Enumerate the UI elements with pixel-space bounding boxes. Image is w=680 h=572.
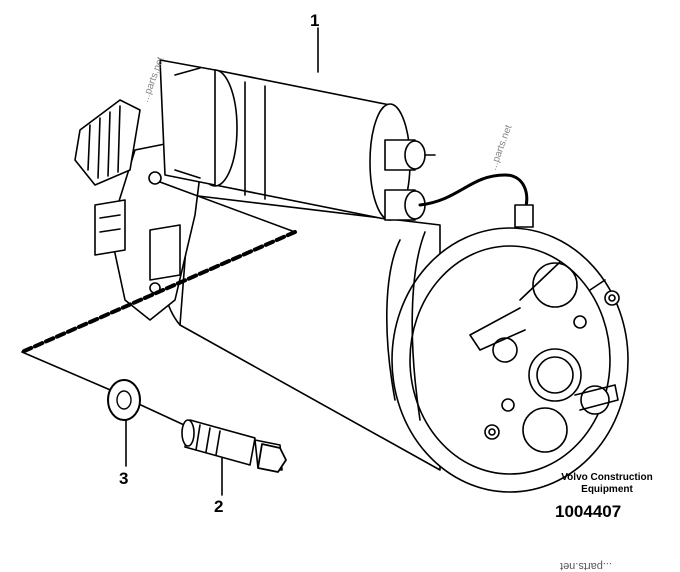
washer (107, 379, 141, 421)
brand-line-1: Volvo Construction (561, 472, 653, 483)
end-cap-details (469, 261, 620, 453)
callout-2: 2 (214, 497, 224, 516)
mounting-face-dashed-line (20, 230, 297, 354)
cable-terminal (514, 204, 534, 228)
callout-3: 3 (119, 469, 129, 488)
drive-end-housing (74, 99, 201, 321)
watermark-bottom: ...parts.net (560, 560, 612, 572)
mounting-reference-line (159, 181, 296, 233)
solenoid-terminals (384, 139, 436, 221)
brand-line-2: Equipment (581, 484, 633, 495)
mounting-face-edge (21, 351, 116, 393)
callout-1: 1 (310, 11, 320, 30)
connecting-cable (418, 173, 529, 212)
figure-number: 1004407 (555, 502, 622, 521)
brand-label: Volvo Construction Equipment (548, 472, 666, 496)
bolt (181, 419, 287, 473)
